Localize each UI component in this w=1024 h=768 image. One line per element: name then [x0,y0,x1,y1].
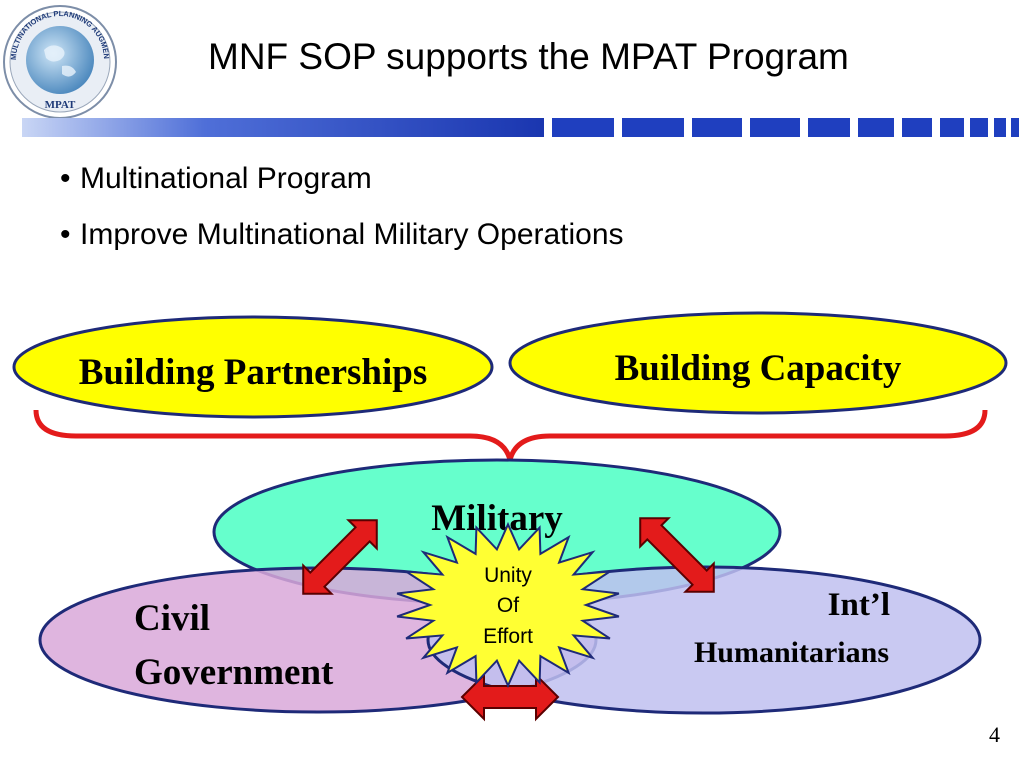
page-number: 4 [989,722,1000,747]
bullet-item: • Multinational Program [60,162,624,218]
arrow-civil-humanitarians [460,672,560,722]
civil-label-line1: Civil [134,598,210,639]
building-capacity-oval [508,311,1008,415]
unity-label-line3: Effort [483,625,533,648]
logo-label: MPAT [45,99,76,111]
bullet-text: Improve Multinational Military Operation… [80,218,624,251]
arrow-military-humanitarians [639,517,715,593]
arrow-military-civil [302,519,378,595]
intl-label-line1: Int’l [828,587,890,623]
unity-of-effort-starburst [396,521,620,689]
building-capacity-label: Building Capacity [615,348,902,389]
building-partnerships-label: Building Partnerships [79,352,428,393]
building-partnerships-oval [12,315,494,419]
title-bar [22,118,1019,137]
civil-label-line2: Government [134,652,334,693]
bullet-dot-icon: • [60,218,71,251]
intl-label-line2: Humanitarians [694,636,889,669]
bullet-text: Multinational Program [80,162,372,195]
unity-label-line2: Of [497,594,519,617]
unity-label-line1: Unity [484,564,532,587]
bullet-dot-icon: • [60,162,71,195]
slide-title: MNF SOP supports the MPAT Program [208,36,849,77]
military-label: Military [431,498,563,539]
bullet-list: • Multinational Program • Improve Multinat… [60,162,624,274]
red-brace [33,409,988,461]
mpat-logo: MULTINATIONAL PLANNING AUGMENTATION TEAM… [0,0,117,119]
bullet-item: • Improve Multinational Military Operatio… [60,218,624,274]
